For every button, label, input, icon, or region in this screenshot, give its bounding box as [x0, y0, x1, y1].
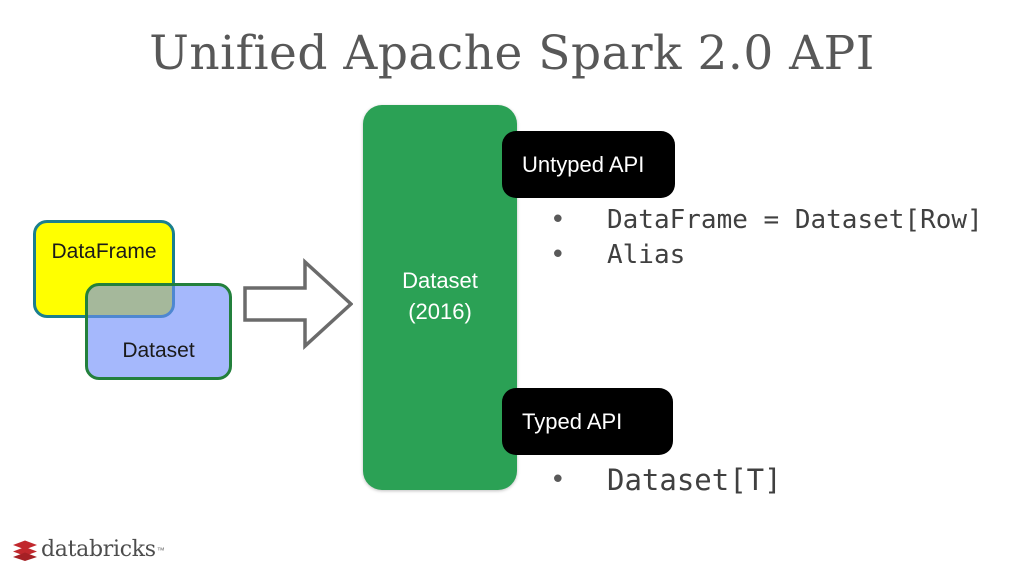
- dataset-box-label: Dataset: [122, 339, 195, 362]
- page-title: Unified Apache Spark 2.0 API: [149, 26, 875, 81]
- untyped-api-bullet-list: • DataFrame = Dataset[Row] • Alias: [550, 203, 983, 273]
- dataframe-box-label: DataFrame: [51, 240, 157, 263]
- unified-dataset-title: Dataset: [402, 268, 478, 293]
- list-item: • Alias: [550, 238, 983, 273]
- list-item: • DataFrame = Dataset[Row]: [550, 203, 983, 238]
- unified-dataset-labels: Dataset (2016): [363, 265, 517, 327]
- databricks-wordmark: databricks: [41, 537, 156, 562]
- unified-dataset-panel: Dataset (2016): [363, 105, 517, 490]
- typed-api-pill: Typed API: [502, 388, 673, 455]
- databricks-logo: databricks ™: [12, 539, 165, 561]
- bullet-dot-icon: •: [550, 240, 566, 270]
- list-item-text: Alias: [607, 240, 686, 270]
- untyped-api-pill: Untyped API: [502, 131, 675, 198]
- bullet-dot-icon: •: [550, 205, 566, 235]
- right-block-arrow-icon: [243, 258, 353, 350]
- trademark-symbol: ™: [156, 545, 165, 555]
- dataset-box: Dataset: [85, 283, 232, 380]
- bullet-dot-icon: •: [550, 465, 566, 495]
- typed-api-pill-label: Typed API: [522, 408, 623, 434]
- list-item: • Dataset[T]: [550, 461, 782, 499]
- unified-dataset-year: (2016): [408, 299, 472, 324]
- list-item-text: DataFrame = Dataset[Row]: [607, 205, 983, 235]
- databricks-stacked-layers-icon: [13, 540, 37, 561]
- untyped-api-pill-label: Untyped API: [522, 151, 645, 177]
- list-item-text: Dataset[T]: [607, 463, 782, 497]
- typed-api-bullet-list: • Dataset[T]: [550, 461, 782, 499]
